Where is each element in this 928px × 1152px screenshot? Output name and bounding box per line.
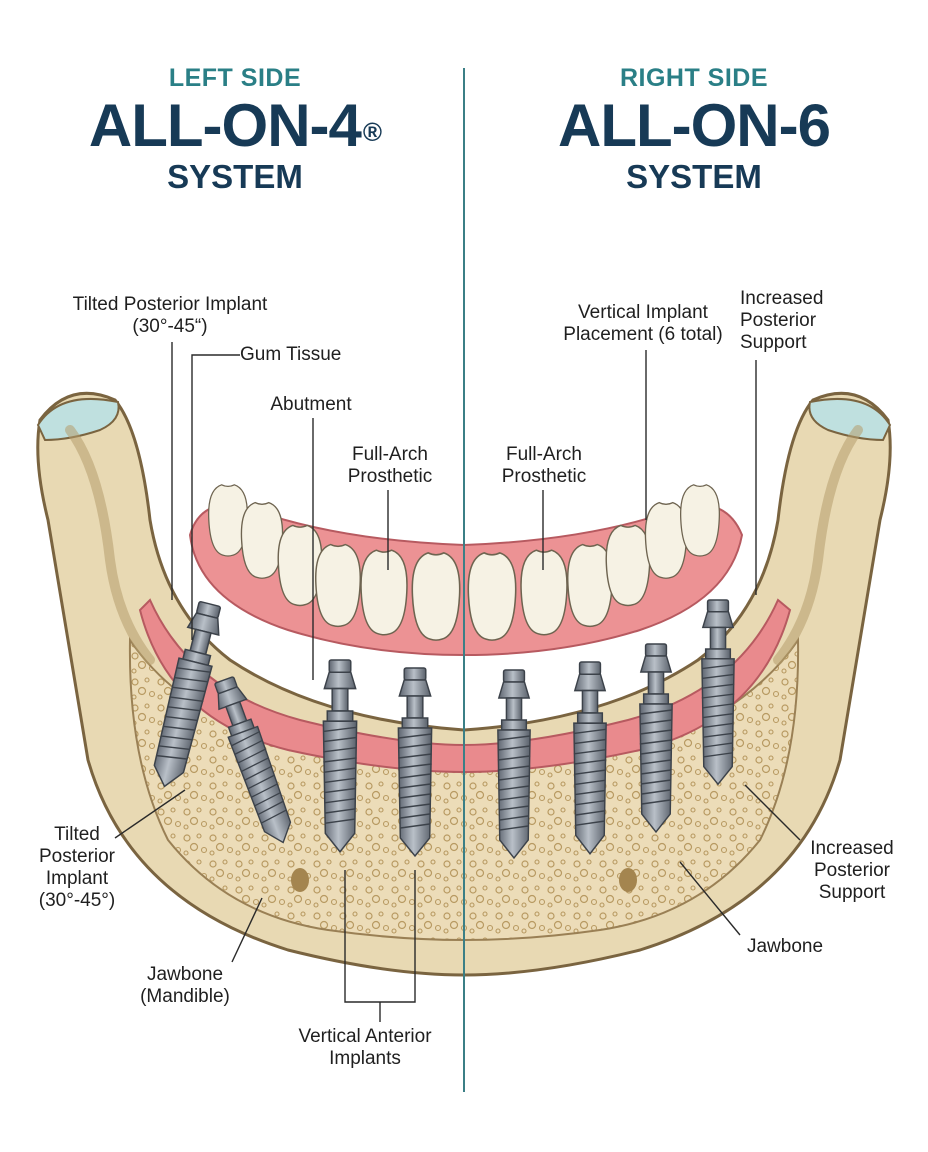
label-jawbone-right: Jawbone (730, 936, 840, 958)
right-header: RIGHT SIDE ALL-ON-6 SYSTEM (494, 64, 894, 195)
left-title: ALL-ON-4® (35, 93, 435, 159)
label-increased-support-top: Increased Posterior Support (740, 288, 860, 354)
left-eyebrow: LEFT SIDE (35, 64, 435, 93)
label-increased-support-bottom: Increased Posterior Support (792, 838, 912, 904)
registered-mark: ® (363, 117, 381, 147)
left-header: LEFT SIDE ALL-ON-4® SYSTEM (35, 64, 435, 195)
label-full-arch-left: Full-Arch Prosthetic (330, 444, 450, 488)
label-tilted-posterior-bottom: Tilted Posterior Implant (30°-45°) (22, 824, 132, 912)
right-eyebrow: RIGHT SIDE (494, 64, 894, 93)
label-vertical-anterior: Vertical Anterior Implants (270, 1026, 460, 1070)
right-subtitle: SYSTEM (494, 159, 894, 195)
label-abutment: Abutment (256, 394, 366, 416)
right-title: ALL-ON-6 (494, 93, 894, 159)
label-gum-tissue: Gum Tissue (240, 344, 370, 366)
label-tilted-posterior-top: Tilted Posterior Implant (30°-45“) (40, 294, 300, 338)
label-vertical-placement: Vertical Implant Placement (6 total) (548, 302, 738, 346)
label-jawbone-mandible: Jawbone (Mandible) (120, 964, 250, 1008)
left-subtitle: SYSTEM (35, 159, 435, 195)
left-title-text: ALL-ON-4 (89, 92, 361, 159)
label-full-arch-right: Full-Arch Prosthetic (484, 444, 604, 488)
